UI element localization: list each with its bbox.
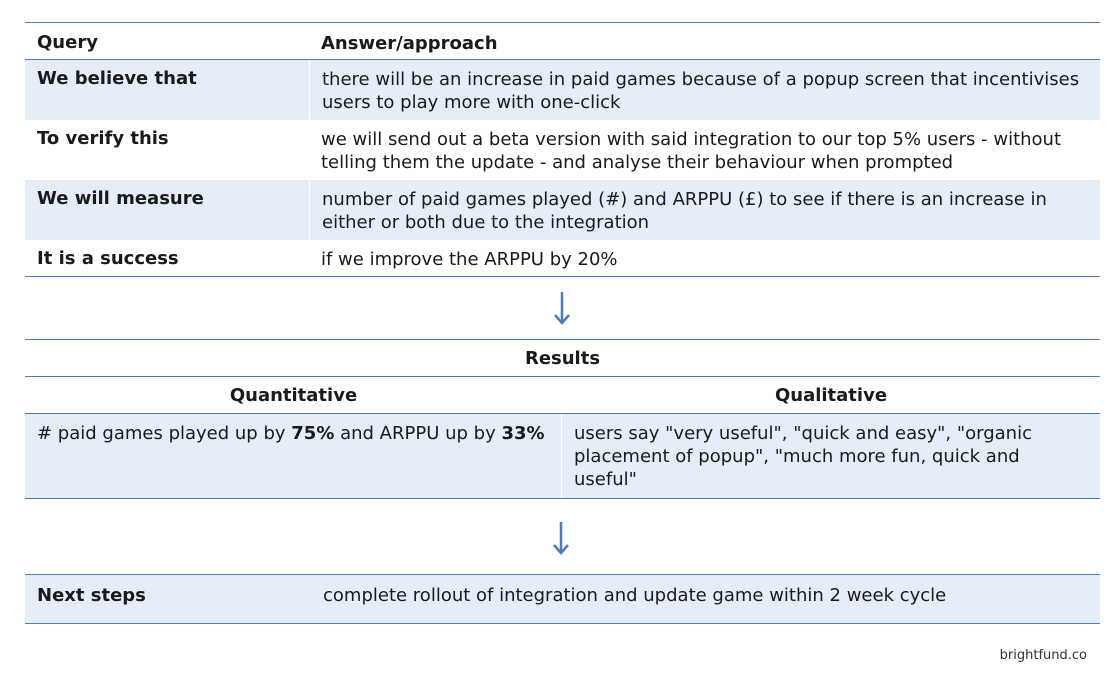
footer-brand: brightfund.co <box>999 648 1087 663</box>
hypothesis-table: Query Answer/approach We believe that th… <box>25 22 1100 277</box>
results-title: Results <box>524 348 601 369</box>
next-steps-table: Next steps complete rollout of integrati… <box>25 574 1100 624</box>
quant-arppu-value: 33% <box>501 423 545 444</box>
qualitative-result: users say "very useful", "quick and easy… <box>574 423 1032 490</box>
qualitative-header: Qualitative <box>774 385 888 406</box>
row-answer: number of paid games played (#) and ARPP… <box>309 180 1100 240</box>
results-subheader: Quantitative Qualitative <box>25 377 1100 413</box>
table-row: It is a success if we improve the ARPPU … <box>25 240 1100 276</box>
row-query: It is a success <box>37 248 179 269</box>
table-row: We will measure number of paid games pla… <box>25 180 1100 240</box>
row-answer: if we improve the ARPPU by 20% <box>321 249 618 270</box>
next-steps-text: complete rollout of integration and upda… <box>323 585 947 606</box>
table-row: We believe that there will be an increas… <box>25 60 1100 120</box>
results-row: # paid games played up by 75% and ARPPU … <box>25 414 1100 498</box>
header-query: Query <box>37 32 98 53</box>
header-answer: Answer/approach <box>321 33 498 54</box>
row-query: We will measure <box>37 188 204 209</box>
row-query: We believe that <box>37 68 197 89</box>
next-steps-label: Next steps <box>37 585 146 606</box>
quantitative-header: Quantitative <box>229 385 358 406</box>
quant-text: and ARPPU up by <box>334 423 502 444</box>
results-table: Results Quantitative Qualitative # paid … <box>25 339 1100 499</box>
table-row: To verify this we will send out a beta v… <box>25 120 1100 180</box>
row-answer: there will be an increase in paid games … <box>309 60 1100 120</box>
row-answer: we will send out a beta version with sai… <box>321 129 1062 173</box>
row-query: To verify this <box>37 128 169 149</box>
quant-text: # paid games played up by <box>37 423 292 444</box>
arrow-down-icon <box>551 520 571 556</box>
hypothesis-header-row: Query Answer/approach <box>25 23 1100 59</box>
quantitative-result: # paid games played up by 75% and ARPPU … <box>25 414 562 498</box>
next-steps-row: Next steps complete rollout of integrati… <box>25 575 1100 623</box>
arrow-down-icon <box>552 290 572 326</box>
quant-games-value: 75% <box>291 423 335 444</box>
